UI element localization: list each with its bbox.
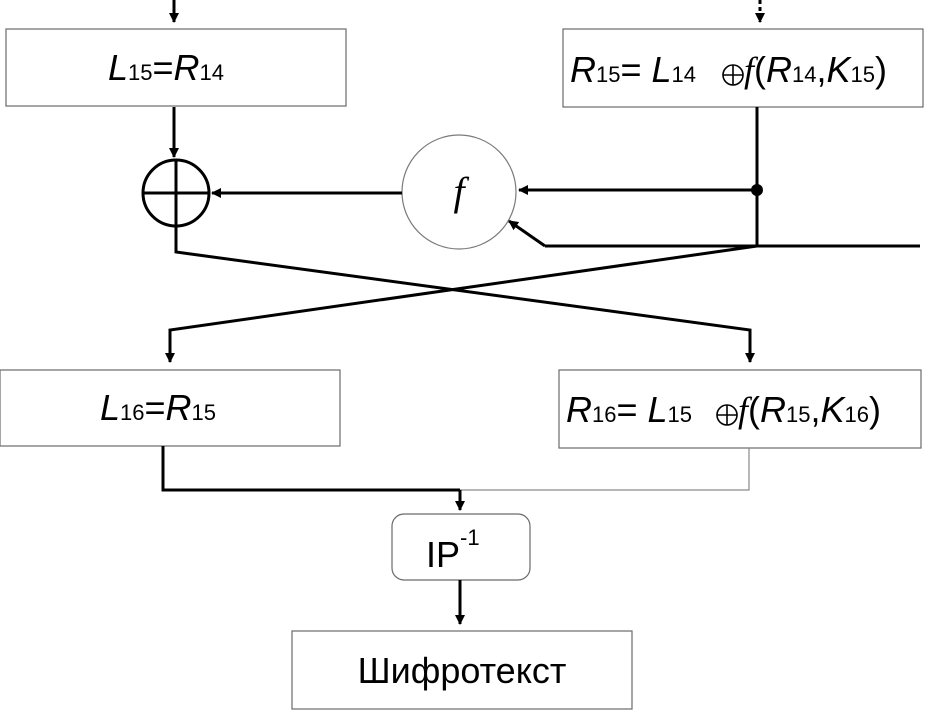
l16-label: L16=R15 bbox=[100, 387, 216, 428]
xor-icon-small bbox=[722, 64, 744, 86]
cross-xor-to-r16 bbox=[174, 226, 755, 363]
r16-to-ip-line bbox=[460, 448, 750, 491]
l15-label: L15=R14 bbox=[108, 47, 224, 88]
ip-inverse-label: IP-1 bbox=[426, 525, 480, 575]
cross-r15-to-l16 bbox=[165, 244, 758, 363]
xor-node bbox=[141, 158, 211, 228]
r15-label: R15= L14 bbox=[570, 49, 696, 90]
r15-func: f(R14,K15) bbox=[744, 49, 887, 90]
l16-to-ip-line bbox=[161, 446, 460, 492]
r15-box bbox=[562, 28, 924, 108]
l15-box bbox=[5, 28, 347, 107]
r16-label: R16= L15 bbox=[566, 389, 692, 430]
r16-box bbox=[558, 369, 922, 449]
r16-func: f(R15,K16) bbox=[738, 389, 881, 430]
ciphertext-box bbox=[291, 630, 633, 710]
l16-box bbox=[0, 369, 341, 447]
key-to-f-arrow bbox=[508, 219, 546, 248]
xor-icon-small bbox=[716, 404, 738, 426]
ciphertext-label: Шифротекст bbox=[358, 650, 567, 691]
